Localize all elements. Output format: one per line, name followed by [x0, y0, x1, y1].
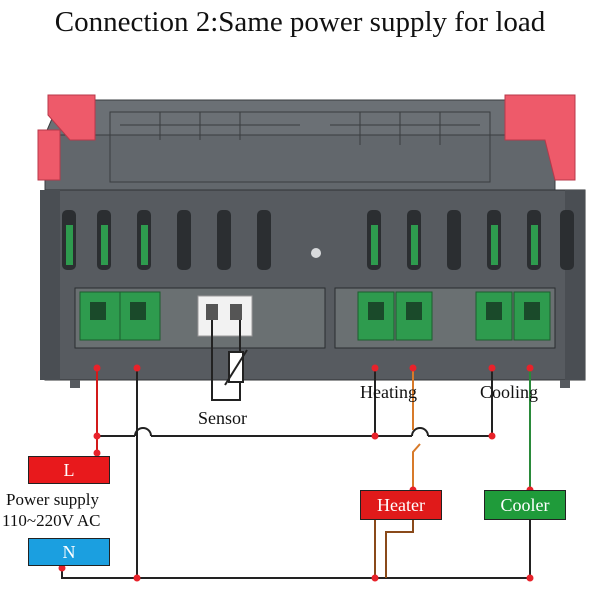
junction-dots: [58, 364, 534, 582]
thermostat-controller: [37, 94, 586, 388]
live-box: L: [28, 456, 110, 484]
sensor-label: Sensor: [198, 408, 247, 428]
heater-box: Heater: [360, 490, 442, 520]
cooler-box: Cooler: [484, 490, 566, 520]
neutral-box: N: [28, 538, 110, 566]
cooling-label: Cooling: [480, 382, 539, 402]
heating-label: Heating: [360, 382, 417, 402]
page-title: Connection 2:Same power supply for load: [54, 6, 546, 38]
voltage-label: 110~220V AC: [2, 511, 101, 530]
wires: [61, 320, 531, 579]
power-supply-label: Power supply: [6, 490, 100, 509]
